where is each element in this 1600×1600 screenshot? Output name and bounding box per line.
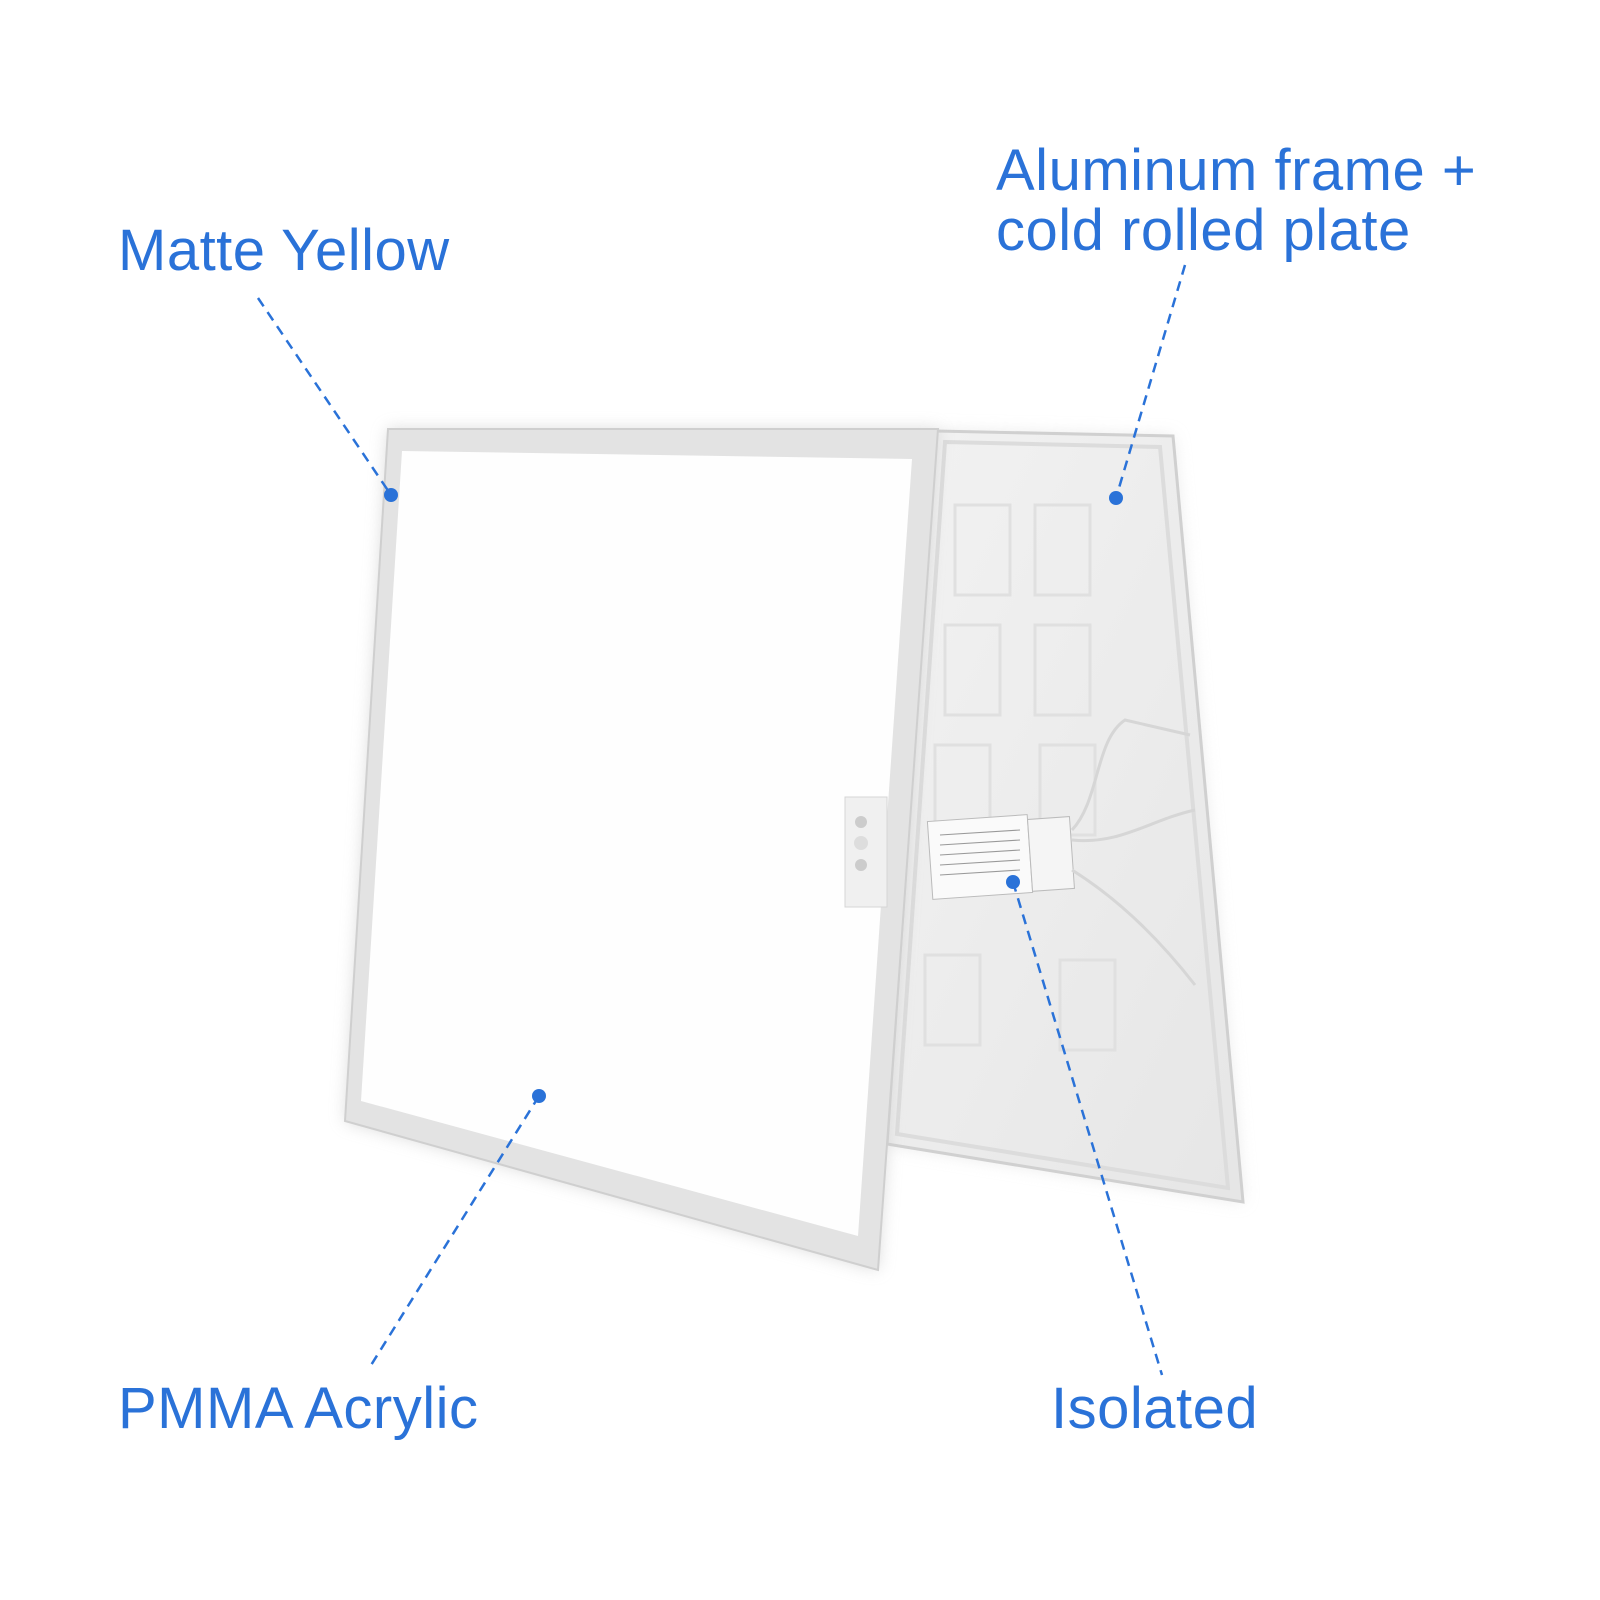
callout-line-aluminum	[1114, 264, 1187, 499]
label-isolated: Isolated	[1051, 1376, 1259, 1441]
callout-dot-isolated	[1006, 875, 1020, 889]
callout-line-pmma	[366, 1095, 541, 1371]
callout-dot-pmma	[532, 1089, 546, 1103]
callout-dot-matte-yellow	[384, 488, 398, 502]
driver-box	[926, 814, 1075, 900]
back-panel	[885, 429, 1245, 1204]
callout-dot-aluminum	[1109, 491, 1123, 505]
sensor-module	[844, 796, 888, 908]
front-panel	[343, 428, 940, 1272]
callout-line-isolated	[1011, 881, 1164, 1376]
label-matte-yellow: Matte Yellow	[118, 218, 450, 283]
label-pmma-acrylic: PMMA Acrylic	[118, 1376, 479, 1441]
label-aluminum-line2: cold rolled plate	[996, 198, 1411, 263]
callout-line-matte-yellow	[256, 297, 393, 496]
cables	[1070, 718, 1197, 986]
label-aluminum-line1: Aluminum frame +	[996, 138, 1477, 203]
